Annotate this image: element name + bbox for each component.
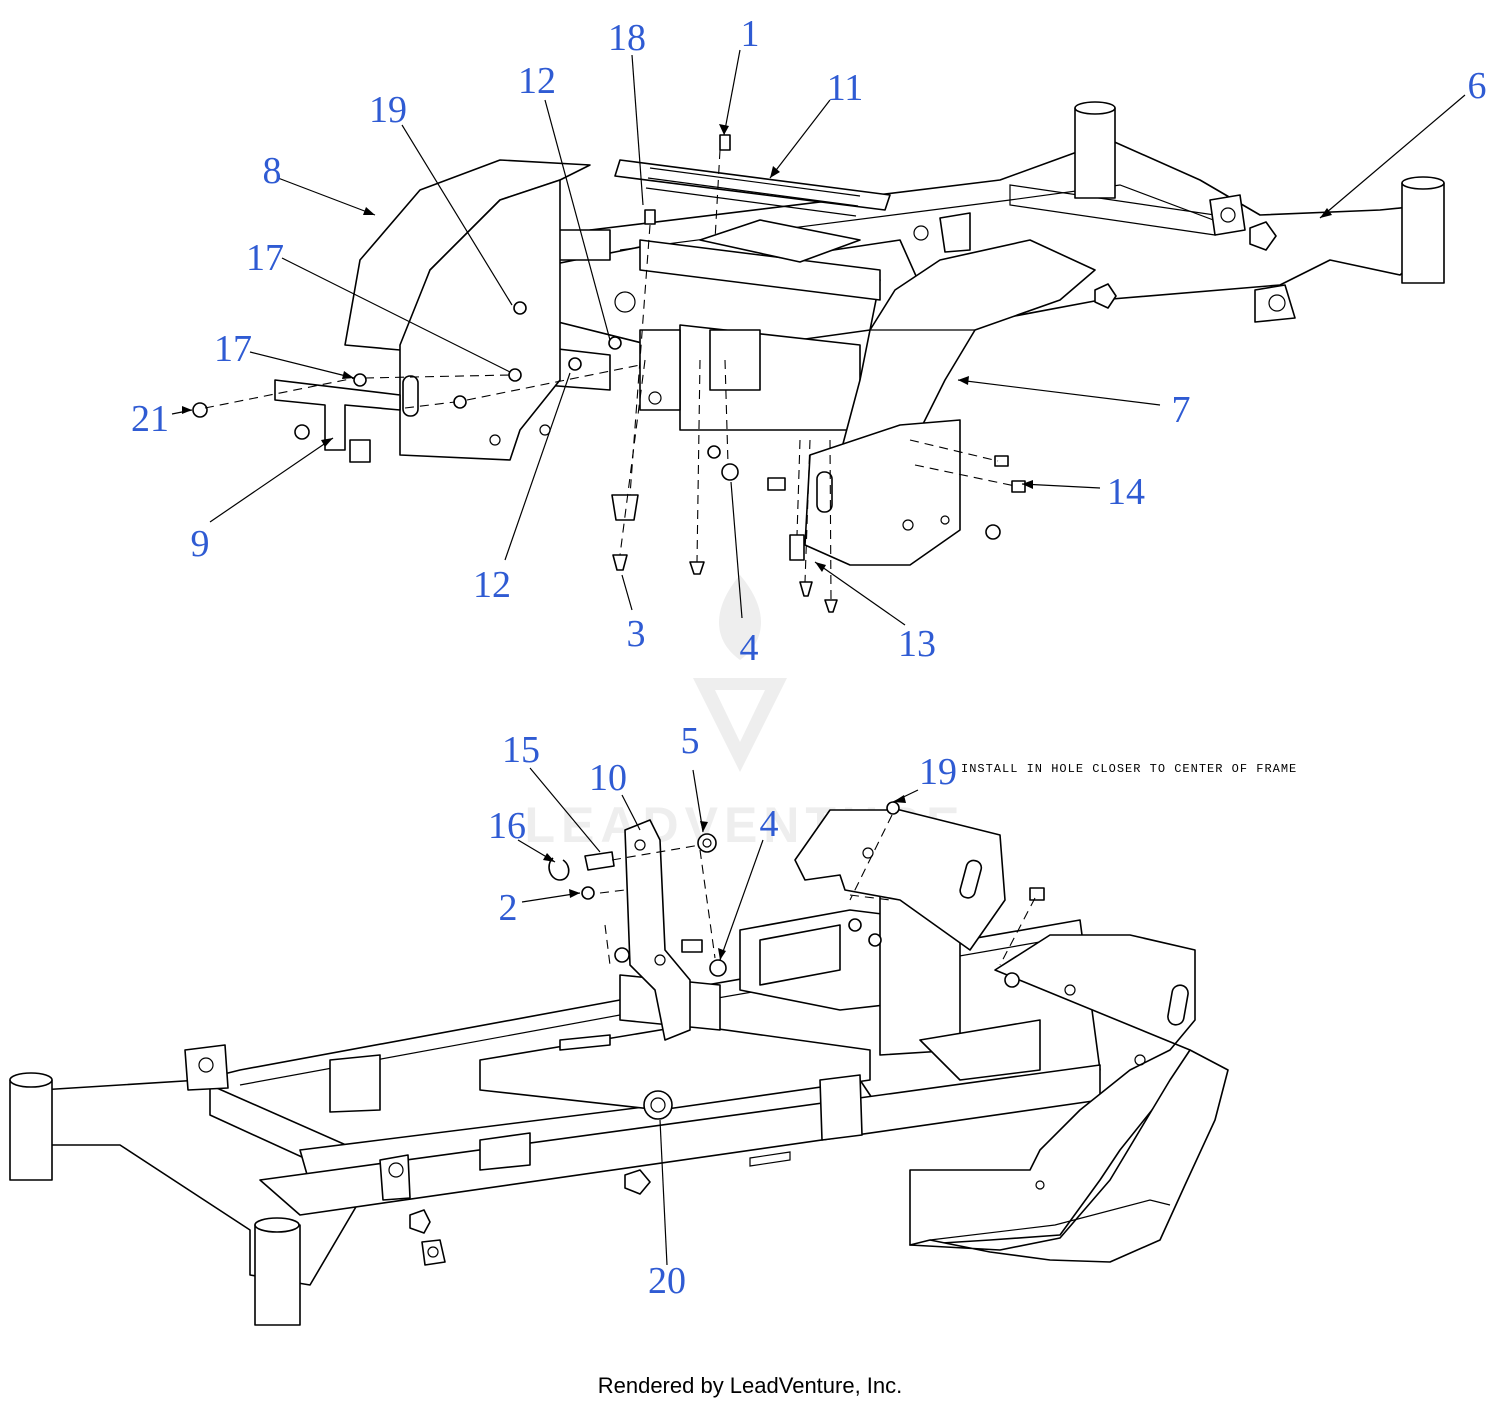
callout-13: 13 xyxy=(898,623,936,665)
fender-bottom xyxy=(909,934,1229,1263)
top-leader-lines xyxy=(171,49,1466,626)
callout-11: 11 xyxy=(827,67,864,109)
mounting-bracket-9 xyxy=(274,379,401,463)
callout-4-lower: 4 xyxy=(760,803,779,845)
right-fender-panel xyxy=(804,239,1096,566)
callout-2: 2 xyxy=(499,887,518,929)
callout-9: 9 xyxy=(191,523,210,565)
callout-4-upper: 4 xyxy=(740,627,759,669)
bottom-assembly-lines xyxy=(599,814,1036,966)
callout-6: 6 xyxy=(1468,65,1487,107)
callout-3: 3 xyxy=(627,613,646,655)
bottom-leader-lines xyxy=(517,767,919,1266)
left-fender-panel xyxy=(344,159,591,461)
upper-mount-plate xyxy=(794,809,1006,951)
top-assembly-lines xyxy=(204,149,1016,601)
frame-rail-top xyxy=(589,101,1445,331)
callout-10: 10 xyxy=(589,757,627,799)
seat-support-bottom xyxy=(329,889,1041,1171)
callout-19-lower: 19 xyxy=(919,751,957,793)
install-note: INSTALL IN HOLE CLOSER TO CENTER OF FRAM… xyxy=(961,762,1297,776)
callout-15: 15 xyxy=(502,729,540,771)
callout-14: 14 xyxy=(1107,471,1145,513)
bottom-callouts: 15 10 5 4 16 2 19 20 xyxy=(488,720,957,1302)
callout-19-upper: 19 xyxy=(369,89,407,131)
callout-18: 18 xyxy=(608,17,646,59)
callout-7: 7 xyxy=(1172,389,1191,431)
callout-17-upper: 17 xyxy=(246,237,284,279)
callout-12-upper: 12 xyxy=(518,60,556,102)
seat-bracket-10 xyxy=(624,819,691,1041)
grille-plate-slots xyxy=(645,167,861,217)
rendered-by-footer: Rendered by LeadVenture, Inc. xyxy=(598,1373,903,1398)
bottom-assembled-view: 15 10 5 4 16 2 19 20 INSTALL IN HOLE CLO… xyxy=(9,720,1297,1326)
callout-20: 20 xyxy=(648,1260,686,1302)
callout-16: 16 xyxy=(488,805,526,847)
bottom-hardware xyxy=(548,801,1045,988)
callout-17-lower: 17 xyxy=(214,328,252,370)
frame-rail-bottom xyxy=(9,919,1101,1326)
top-callouts: 1 18 11 12 19 8 6 17 17 21 7 14 9 12 3 4… xyxy=(131,13,1487,669)
callout-1: 1 xyxy=(741,13,760,55)
callout-21: 21 xyxy=(131,398,169,440)
callout-8: 8 xyxy=(263,150,282,192)
top-exploded-view: 1 18 11 12 19 8 6 17 17 21 7 14 9 12 3 4… xyxy=(131,13,1487,669)
top-hardware xyxy=(192,134,1026,613)
callout-12-lower: 12 xyxy=(473,564,511,606)
callout-5: 5 xyxy=(681,720,700,762)
